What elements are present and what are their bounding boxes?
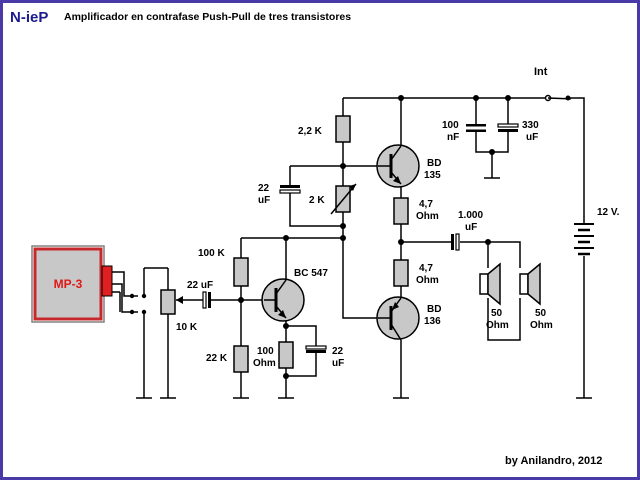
audio-jack (101, 265, 113, 297)
label-q2-line1: BD (427, 304, 441, 315)
label-cboot-line2: uF (258, 195, 270, 206)
speaker-left (479, 262, 501, 306)
transistor-bd136 (376, 296, 420, 341)
label-r-out2-line1: 4,7 (419, 263, 433, 274)
label-r-2k2: 2,2 K (298, 126, 323, 137)
volume-pot-10k (160, 289, 183, 315)
label-r-100k: 100 K (198, 248, 225, 259)
label-c100n-line1: 100 (442, 120, 459, 131)
label-spk2-line1: 50 (535, 308, 547, 319)
label-q1-line1: BD (427, 158, 441, 169)
speaker-right (519, 262, 541, 306)
label-r-100-line2: Ohm (253, 358, 276, 369)
transistor-bc547 (261, 278, 305, 322)
mp3-label: MP-3 (54, 277, 83, 291)
capacitor-330uf (497, 123, 519, 132)
diagram-title: Amplificador en contrafase Push-Pull de … (64, 11, 351, 23)
label-q2-line2: 136 (424, 316, 441, 327)
label-spk2-line2: Ohm (530, 320, 553, 331)
component-labels: 2,2 K BD 135 22 uF 2 K 4,7 Ohm 1.000 uF … (176, 66, 620, 369)
label-c100n-line2: nF (447, 132, 459, 143)
label-r-out1-line1: 4,7 (419, 199, 433, 210)
jack-contacts (129, 293, 147, 315)
power-switch (544, 94, 571, 102)
label-battery: 12 V. (597, 207, 620, 218)
label-c330-line1: 330 (522, 120, 539, 131)
mp3-player: MP-3 (31, 245, 105, 323)
label-r-out2-line2: Ohm (416, 275, 439, 286)
capacitor-output-1000uf (451, 233, 460, 251)
label-c330-line2: uF (526, 132, 538, 143)
label-spk1-line2: Ohm (486, 320, 509, 331)
resistor-4r7-bottom (393, 259, 409, 287)
label-spk1-line1: 50 (491, 308, 503, 319)
capacitor-emitter-22uf (305, 345, 327, 353)
label-q1-line2: 135 (424, 170, 441, 181)
label-cemit-line1: 22 (332, 346, 344, 357)
label-r-100-line1: 100 (257, 346, 274, 357)
label-cboot-line1: 22 (258, 183, 270, 194)
label-r-22k: 22 K (206, 353, 228, 364)
label-r-out1-line2: Ohm (416, 211, 439, 222)
capacitor-input-22uf (202, 291, 211, 309)
capacitor-bootstrap-22uf (279, 185, 301, 194)
brand-logo: N-ieP (10, 9, 48, 26)
resistor-4r7-top (393, 197, 409, 225)
battery-12v (574, 223, 594, 256)
resistor-100k (233, 257, 249, 287)
label-cout-line2: uF (465, 222, 477, 233)
trimmer-2k (330, 183, 357, 215)
resistor-22k (233, 345, 249, 373)
junction-dots (238, 95, 511, 379)
wires (112, 97, 585, 398)
label-cemit-line2: uF (332, 358, 344, 369)
ground-symbols (136, 177, 592, 399)
label-trim-2k: 2 K (309, 195, 325, 206)
capacitor-100nf (466, 124, 486, 132)
label-pot-10k: 10 K (176, 322, 198, 333)
resistor-2k2 (335, 115, 351, 143)
label-cout-line1: 1.000 (458, 210, 483, 221)
label-q3: BC 547 (294, 268, 328, 279)
resistor-100ohm (278, 341, 294, 369)
transistor-bd135 (376, 144, 420, 188)
label-cin: 22 uF (187, 280, 213, 291)
label-switch: Int (534, 66, 548, 78)
author-credit: by Anilandro, 2012 (505, 455, 602, 467)
